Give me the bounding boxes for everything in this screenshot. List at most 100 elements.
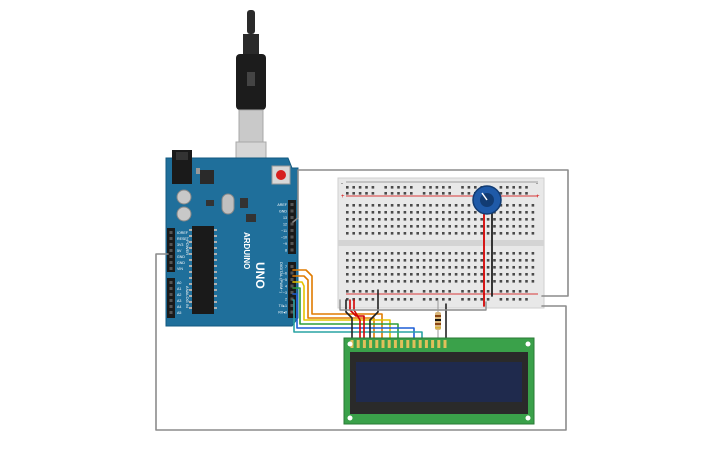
breadboard-hole [390,218,394,221]
breadboard-hole [403,259,407,262]
header-pin [290,235,294,239]
breadboard-hole [461,211,464,214]
breadboard-hole [486,273,490,276]
breadboard-hole [390,225,394,228]
pin-label: A5 [177,311,181,315]
breadboard-hole [384,259,387,262]
breadboard-hole [397,290,400,293]
chip-pins [189,229,217,309]
breadboard-hole [448,266,451,269]
header-pin [290,284,294,288]
lcd-pin [369,340,373,348]
breadboard-hole [384,186,387,189]
pin-label: ~5 [283,278,287,282]
breadboard-hole [397,204,400,207]
breadboard-hole [518,204,522,207]
breadboard-hole [486,232,490,235]
breadboard-hole [410,298,413,301]
breadboard-hole [403,252,407,255]
power-header-label: POWER [185,240,190,255]
breadboard-hole [467,252,471,255]
breadboard-hole [525,298,528,301]
breadboard-hole [378,252,381,255]
breadboard-hole [435,252,439,255]
breadboard-hole [416,225,419,228]
pin-label: IOREF [177,231,189,235]
breadboard-hole [499,211,503,214]
breadboard-hole [512,266,515,269]
pin-label: GND [279,210,287,214]
breadboard-hole [474,259,477,262]
breadboard-hole [346,192,349,195]
breadboard-hole [416,280,419,283]
breadboard-hole [474,298,477,301]
breadboard-hole [416,273,419,276]
pin-label: GND [177,255,185,259]
breadboard-hole [518,192,522,195]
breadboard-hole [531,218,535,221]
breadboard-hole [346,280,349,283]
breadboard-hole [448,225,451,228]
wire-black-lcd-2 [369,289,379,341]
lcd-pin [412,340,416,348]
breadboard-hole [397,225,400,228]
breadboard-holes [346,186,535,301]
breadboard-hole [390,211,394,214]
breadboard-hole [461,259,464,262]
breadboard-hole [352,204,355,207]
breadboard-hole [435,211,439,214]
breadboard-hole [378,218,381,221]
breadboard-hole [493,259,496,262]
header-pin [169,299,173,302]
breadboard-hole [512,204,515,207]
breadboard-hole [422,280,426,283]
pin-label: GND [177,261,185,265]
chip-leg [189,289,192,291]
breadboard-hole [461,273,464,276]
breadboard-hole [486,290,490,293]
breadboard-hole [512,225,515,228]
breadboard-hole [518,225,522,228]
breadboard-hole [506,225,509,228]
breadboard-hole [454,211,458,214]
breadboard-hole [442,204,445,207]
header-pin [169,237,173,240]
breadboard-hole [442,290,445,293]
breadboard-hole [499,273,503,276]
pin-label: TX▸1 [279,304,287,308]
lcd-mount-hole [347,341,353,347]
pin-label: RESET [177,237,190,241]
breadboard-hole [506,280,509,283]
breadboard-hole [454,266,458,269]
chip-leg [189,301,192,303]
breadboard-hole [454,232,458,235]
breadboard-hole [518,290,522,293]
breadboard-hole [435,204,439,207]
breadboard-hole [448,252,451,255]
breadboard-hole [499,266,503,269]
breadboard-hole [461,280,464,283]
potentiometer[interactable] [472,185,502,215]
pin-label: 8 [285,249,287,253]
lcd-screen [356,362,522,402]
breadboard-hole [390,298,394,301]
breadboard-hole [525,259,528,262]
breadboard-hole [442,225,445,228]
arduino-uno-board: ARDUINO UNO POWER ANALOG IN DIGITAL (PWM… [165,150,299,327]
breadboard-hole [429,225,432,228]
breadboard-hole [518,211,522,214]
breadboard-hole [403,192,407,195]
rail-minus-label: - [341,181,343,187]
header-pin [169,231,173,234]
breadboard-hole [365,211,368,214]
breadboard-hole [461,252,464,255]
breadboard-hole [480,273,483,276]
breadboard-hole [384,252,387,255]
breadboard-hole [506,232,509,235]
breadboard-hole [531,204,535,207]
header-holes [169,203,294,314]
header-pin [290,203,294,206]
breadboard-hole [384,273,387,276]
breadboard-hole [506,273,509,276]
